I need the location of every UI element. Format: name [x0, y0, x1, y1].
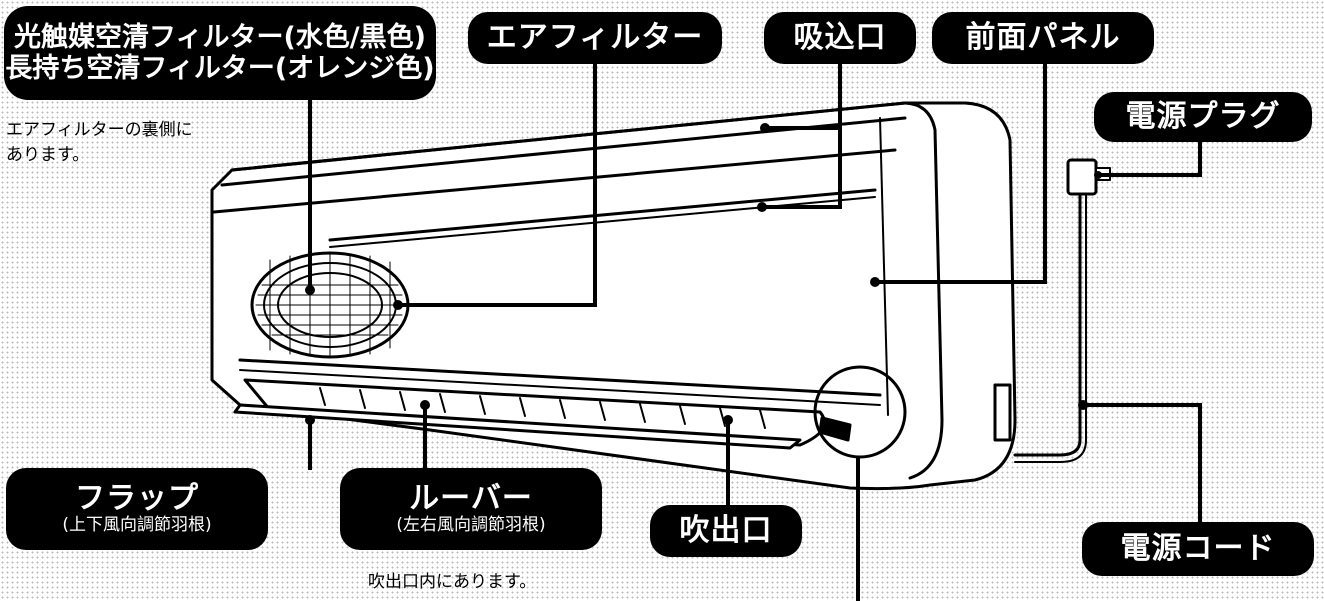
filter-label: 光触媒空清フィルター(水色/黒色) 長持ち空清フィルター(オレンジ色) [4, 6, 436, 100]
filter-note-line1: エアフィルターの裏側に [6, 120, 193, 140]
air-filter-label: エアフィルター [468, 12, 722, 64]
top-band [230, 101, 907, 172]
zoom-circle [813, 365, 907, 459]
intake-label: 吸込口 [764, 12, 916, 64]
leader-intake-2 [762, 128, 842, 209]
plug [1066, 158, 1098, 196]
leader-frontpanel [875, 60, 1047, 284]
outlet-label: 吹出口 [650, 505, 802, 557]
filter-note: エアフィルターの裏側に あります。 [6, 118, 193, 167]
leader-plug [1098, 140, 1202, 177]
front-panel-edge [238, 358, 882, 397]
power-plug-label: 電源プラグ [1094, 92, 1312, 142]
side-panel [903, 101, 944, 480]
louver-label: ルーバー (左右風向調節羽根) [340, 468, 602, 550]
louver-note: 吹出口内にあります。 [368, 572, 537, 592]
flap [233, 403, 802, 450]
flap-label: フラップ (上下風向調節羽根) [6, 468, 268, 550]
leader-cord [1083, 403, 1202, 525]
intake-slot [328, 188, 877, 242]
power-cord-label: 電源コード [1082, 522, 1314, 576]
leader-airfilter [398, 60, 597, 307]
power-cord [1013, 193, 1082, 457]
filter-label-line2: 長持ち空清フィルター(オレンジ色) [5, 53, 435, 84]
front-panel-label: 前面パネル [932, 12, 1154, 64]
filter-note-line2: あります。 [6, 144, 90, 165]
filter-label-line1: 光触媒空清フィルター(水色/黒色) [13, 21, 426, 53]
